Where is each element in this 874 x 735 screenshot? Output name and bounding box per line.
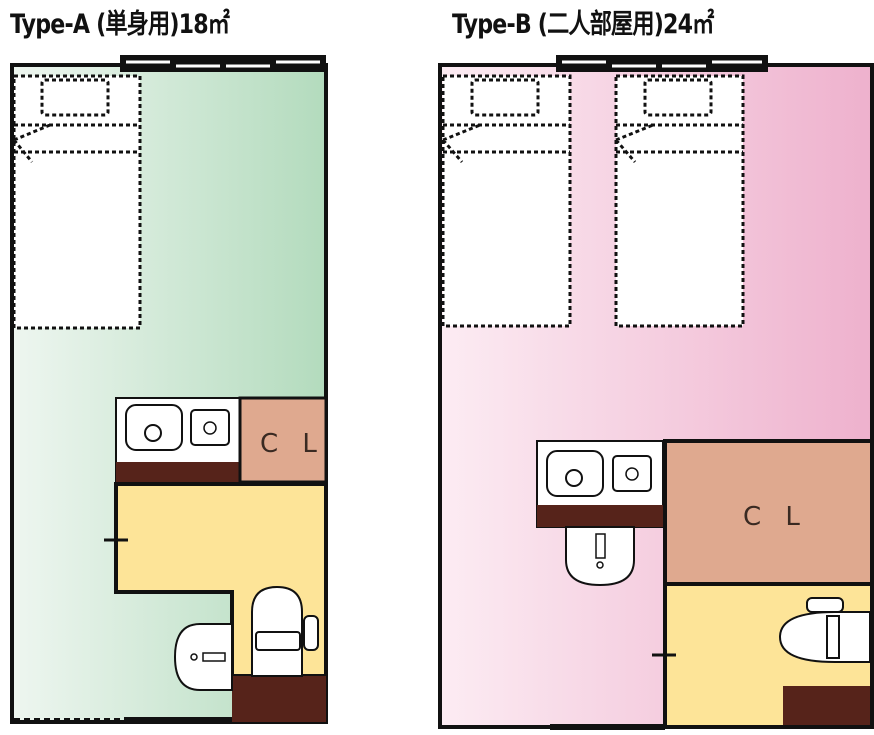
stove-icon [612, 455, 652, 492]
toilet-icon [778, 597, 871, 663]
bed [12, 74, 142, 330]
washbasin-icon [173, 623, 233, 691]
bed-1 [441, 74, 572, 328]
window [120, 55, 326, 72]
washbasin-icon [565, 526, 635, 587]
closet-label: C L [743, 502, 808, 532]
sink-icon [125, 404, 183, 451]
window [556, 55, 768, 72]
counter [783, 686, 870, 725]
kitchen-counter [536, 440, 664, 528]
closet [238, 396, 328, 484]
type-a-title: Type-A (単身用)18㎡ [10, 9, 230, 40]
bed-2 [614, 74, 745, 328]
counter [232, 676, 326, 722]
toilet-icon [251, 585, 319, 677]
type-a-plan: C L [10, 55, 328, 724]
sink-icon [546, 450, 604, 497]
type-b-plan: C L [438, 55, 874, 730]
stove-icon [190, 409, 230, 446]
kitchen-counter [115, 397, 241, 483]
closet-label: C L [260, 429, 325, 459]
type-b-title: Type-B (二人部屋用)24㎡ [452, 9, 714, 40]
